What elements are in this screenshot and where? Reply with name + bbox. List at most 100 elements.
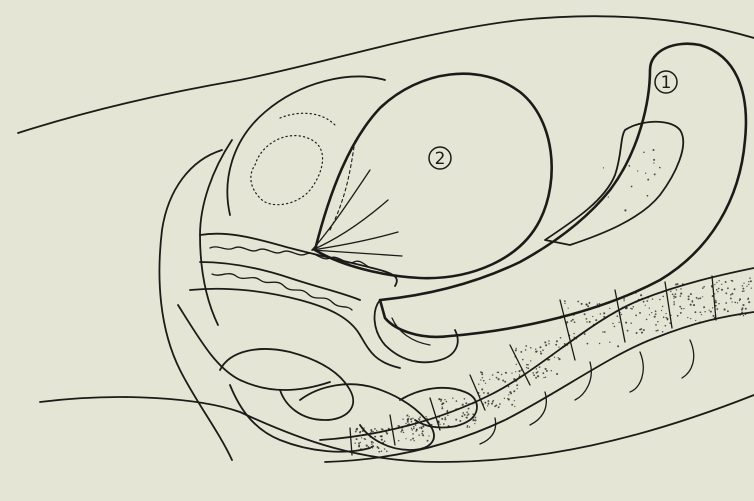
stipple-dot [433,438,435,440]
stipple-dot [696,297,698,299]
stipple-dot [521,369,523,371]
spinous-process-5 [480,418,496,444]
stipple-dot [474,402,476,404]
stipple-dot [724,308,726,310]
stipple-dot [609,342,610,343]
stipple-dot [513,390,515,392]
stipple-dot [382,442,384,444]
stipple-dot [742,285,744,287]
stipple-dot [400,431,402,433]
stipple-dot [508,399,509,400]
stipple-dot [655,313,657,315]
stipple-dot [652,298,653,299]
stipple-dot [386,433,388,435]
stipple-dot [401,429,403,431]
stipple-dot [426,418,428,420]
stipple-dot [483,392,485,394]
stipple-dot [570,320,572,322]
stipple-dot [647,195,649,197]
stipple-dot [568,334,570,336]
stipple-dot [641,298,643,300]
stipple-dot [739,298,741,300]
stipple-dot [443,423,445,425]
stipple-dot [427,419,428,420]
stipple-dot [745,313,747,315]
stipple-dot [354,442,355,443]
stipple-dot [657,330,659,332]
stipple-dot [411,421,413,423]
stipple-dot [419,419,421,421]
stipple-dot [482,372,483,373]
label-1-text: 1 [661,73,672,93]
stipple-dot [371,443,372,444]
stipple-dot [730,297,732,299]
stipple-dot [558,346,559,347]
stipple-dot [533,374,535,376]
stipple-dot [743,315,744,316]
stipple-dot [750,280,752,282]
stipple-dot [713,319,714,320]
stipple-dot [452,398,453,399]
stipple-dot [714,293,715,294]
stipple-dot [548,340,550,342]
stipple-dot [603,167,604,168]
stipple-dot [675,296,677,298]
stipple-dot [654,173,656,175]
stipple-dot [716,308,718,310]
stipple-dot [540,353,542,355]
stipple-dot [443,403,444,404]
stipple-dot [655,330,657,332]
stipple-dot [525,349,527,351]
stipple-dot [662,306,663,307]
stipple-dot [672,293,674,295]
stipple-dot [442,406,443,407]
stipple-dot [676,289,678,291]
stipple-dot [742,304,744,306]
stipple-dot [537,375,539,377]
stipple-dot [464,414,466,416]
stipple-dot [688,295,690,297]
rectum-wall [178,305,330,390]
stipple-dot [397,425,399,427]
label-1-marker: 1 [655,71,677,93]
stipple-dot [564,343,566,345]
stipple-dot [464,398,466,400]
stipple-dot [372,431,373,432]
stipple-dot [742,288,744,290]
stipple-dot [564,300,566,302]
stipple-dot [649,314,650,315]
vaginal-canal-lower [200,262,360,300]
stipple-dot [416,429,417,430]
stipple-dot [358,442,360,444]
stipple-dot [422,430,424,432]
stipple-dot [586,321,587,322]
stipple-dot [716,289,718,291]
stipple-dot [675,293,677,295]
stipple-dot [447,415,449,417]
stipple-dot [640,294,642,296]
stipple-dot [507,398,508,399]
stipple-dot [527,367,529,369]
cervix-1 [375,300,458,362]
stipple-dot [356,438,358,440]
stipple-dot [421,433,423,435]
stipple-dot [410,418,412,420]
stipple-dot [459,420,461,422]
stipple-dot [477,392,479,394]
stipple-dot [401,427,403,429]
stipple-dot [441,418,443,420]
stipple-dot [374,428,376,430]
stipple-dot [462,412,464,414]
stipple-dot [628,165,630,167]
stipple-dot [425,416,426,417]
stipple-dot [479,395,480,396]
label-2-marker: 2 [429,147,451,169]
stipple-dot [368,446,369,447]
vertebra-divider-4 [712,276,716,320]
stipple-dot [496,377,498,379]
stipple-dot [665,317,667,319]
stipple-dot [625,322,627,324]
stipple-dot [598,306,599,307]
bladder-dotted-contour-2 [280,113,335,125]
